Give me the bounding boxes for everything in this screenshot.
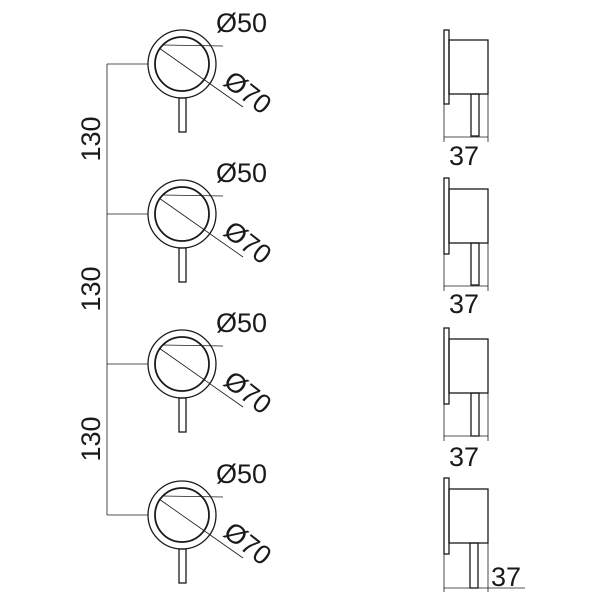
side-view: 37 <box>443 29 489 171</box>
side-lever <box>469 542 479 589</box>
side-cover-plate <box>443 29 450 105</box>
inner-rosette-circle <box>154 336 210 392</box>
depth-label: 37 <box>449 289 479 319</box>
side-body <box>448 488 489 544</box>
lever-handle <box>178 97 187 133</box>
diameter-leader <box>162 344 224 347</box>
diameter-leader <box>162 495 224 498</box>
outer-diameter-label: Ø70 <box>218 65 277 120</box>
side-lever <box>470 392 480 437</box>
lever-handle <box>178 247 187 283</box>
front-view: Ø50 Ø70 <box>147 158 277 283</box>
side-body <box>448 188 489 244</box>
inner-diameter-label: Ø50 <box>216 8 267 38</box>
spacing-label: 130 <box>76 416 106 461</box>
diameter-leader <box>158 47 244 108</box>
inner-rosette-circle <box>154 36 210 92</box>
inner-diameter-label: Ø50 <box>216 459 267 489</box>
side-cover-plate <box>443 477 450 555</box>
diameter-leader <box>158 347 244 408</box>
inner-diameter-label: Ø50 <box>216 308 267 338</box>
side-cover-plate <box>443 327 450 405</box>
lever-handle <box>178 548 187 584</box>
depth-label: 37 <box>449 141 479 171</box>
front-view: Ø50 Ø70 <box>147 459 277 584</box>
spacing-dimension: 130 130 130 <box>76 63 148 516</box>
side-cover-plate <box>443 177 450 255</box>
front-view: Ø50 Ø70 <box>147 308 277 433</box>
outer-diameter-label: Ø70 <box>218 516 277 571</box>
inner-rosette-circle <box>154 487 210 543</box>
outer-diameter-label: Ø70 <box>218 215 277 270</box>
diameter-leader <box>158 498 244 559</box>
front-view: Ø50 Ø70 <box>147 8 277 133</box>
side-view: 37 <box>443 477 525 592</box>
diameter-leader <box>158 197 244 258</box>
side-lever <box>470 242 480 286</box>
side-view: 37 <box>443 327 489 472</box>
outer-diameter-label: Ø70 <box>218 365 277 420</box>
inner-diameter-label: Ø50 <box>216 158 267 188</box>
side-lever <box>470 93 480 137</box>
depth-label: 37 <box>449 442 479 472</box>
side-body <box>448 39 489 95</box>
side-view: 37 <box>443 177 489 319</box>
lever-handle <box>178 397 187 433</box>
side-body <box>448 338 489 394</box>
diameter-leader <box>162 194 224 197</box>
diameter-leader <box>162 44 224 47</box>
spacing-label: 130 <box>76 266 106 311</box>
inner-rosette-circle <box>154 186 210 242</box>
spacing-label: 130 <box>76 116 106 161</box>
depth-label: 37 <box>491 562 521 592</box>
